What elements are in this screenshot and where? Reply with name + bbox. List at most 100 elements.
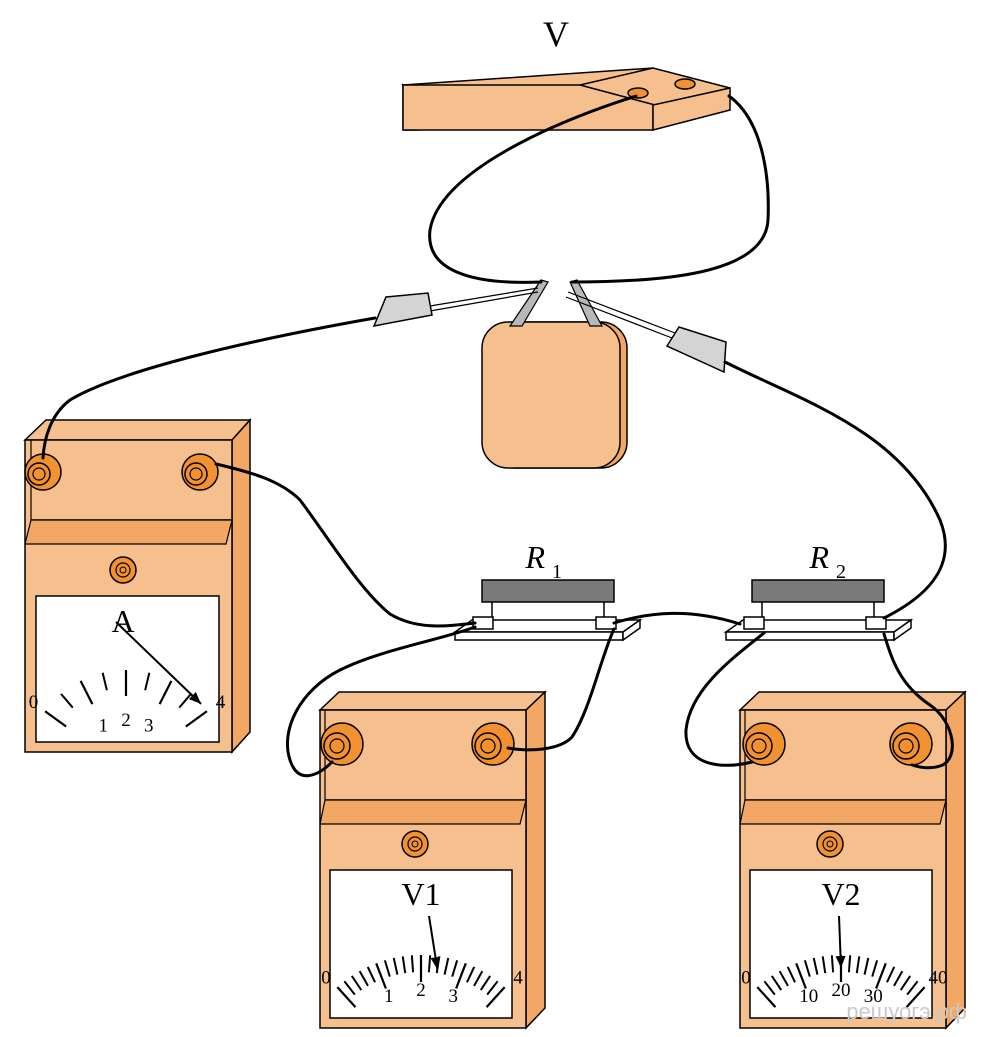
source-terminal-right [674, 78, 696, 90]
voltmeter1-minor-tick [466, 966, 476, 983]
voltmeter2-major-tick [756, 986, 777, 1008]
voltmeter2-major-tick [875, 962, 887, 989]
ammeter-label: A [111, 603, 134, 639]
wire-resistor-2-to-voltmeter-2-right [882, 632, 954, 770]
voltmeter-2: 0 10 20 30 40 [738, 690, 967, 1030]
resistor-1-subscript: 1 [552, 561, 562, 583]
wire-source-to-switch-right [570, 94, 770, 284]
voltmeter2-minor-tick [871, 960, 879, 977]
voltmeter1-minor-tick [410, 955, 415, 973]
voltmeter1-tick-label: 0 [321, 968, 331, 989]
voltmeter2-minor-tick [886, 966, 896, 983]
voltmeter1-minor-tick [486, 980, 499, 996]
ammeter-major-tick [158, 680, 173, 705]
ammeter-tick-label: 4 [216, 692, 226, 713]
wire-resistor-1-to-voltmeter-1-left [285, 625, 477, 778]
voltmeter2-minor-tick [770, 975, 783, 991]
voltmeter2-tick-label: 10 [799, 986, 818, 1007]
voltmeter1-minor-tick [358, 970, 369, 987]
voltmeter2-minor-tick [863, 957, 870, 975]
voltmeter2-major-tick [795, 962, 807, 989]
voltmeter2-needle-head [835, 955, 846, 968]
wires [41, 94, 954, 778]
voltmeter1-tick-label: 4 [513, 968, 523, 989]
ammeter-major-tick [44, 710, 67, 728]
resistor-2-label: R [808, 539, 829, 575]
ammeter-tick-label: 0 [29, 692, 39, 713]
ammeter-major-tick [79, 680, 94, 705]
ammeter-minor-tick [60, 693, 74, 709]
switch-contact-left [508, 279, 549, 327]
resistor-1-label: R [524, 539, 545, 575]
voltmeter1-major-tick [336, 986, 357, 1008]
power-source [401, 67, 731, 131]
clip-left [372, 287, 539, 327]
voltmeter1-major-tick [485, 986, 506, 1008]
voltmeter2-tick-label: 0 [741, 968, 751, 989]
wire-ammeter-to-resistor-1 [214, 462, 477, 628]
clip-right [565, 291, 727, 374]
voltmeter1-minor-tick [473, 970, 484, 987]
resistor-1 [452, 579, 643, 642]
voltmeter2-major-tick [905, 986, 926, 1008]
voltmeter2-minor-tick [847, 955, 852, 973]
voltmeter2-minor-tick [763, 980, 776, 996]
voltmeter2-minor-tick [821, 956, 827, 974]
ammeter-needle [115, 621, 202, 705]
wire-resistor-2-to-clip-right [723, 360, 947, 620]
resistor-2-element [751, 579, 885, 603]
voltmeter1-minor-tick [392, 957, 399, 975]
voltmeter2-tick-label: 40 [928, 968, 947, 989]
voltmeter2-minor-tick [803, 960, 811, 977]
voltmeter1-minor-tick [383, 960, 391, 977]
voltmeter2-tick-label: 20 [832, 980, 851, 1001]
voltmeter1-minor-tick [343, 980, 356, 996]
voltmeter1-major-tick [375, 962, 387, 989]
voltmeter1-tick-label: 2 [416, 980, 426, 1001]
wire-clip-left-to-ammeter [41, 316, 377, 460]
resistor-2-subscript: 2 [836, 561, 846, 583]
source-label: V [543, 14, 569, 54]
voltmeter2-minor-tick [812, 957, 819, 975]
voltmeter1-minor-tick [427, 955, 432, 973]
ammeter-tick-label: 2 [121, 710, 131, 731]
ammeter-major-tick [185, 710, 208, 728]
voltmeter2-minor-tick [899, 975, 912, 991]
voltmeter1-minor-tick [451, 960, 459, 977]
resistor-1-element [481, 579, 615, 603]
voltmeter-2-label: V2 [821, 876, 860, 912]
wire-resistor-1-to-voltmeter-1-right [506, 627, 616, 752]
wire-resistor-1-to-resistor-2 [612, 611, 742, 626]
voltmeter2-minor-tick [855, 956, 861, 974]
voltmeter1-minor-tick [401, 956, 407, 974]
voltmeter1-minor-tick [479, 975, 492, 991]
switch [481, 279, 628, 469]
voltmeter1-major-tick [455, 962, 467, 989]
ammeter-dial [35, 595, 220, 743]
watermark: решуогэ.рф [846, 999, 967, 1024]
wire-source-to-switch-left [428, 94, 638, 284]
voltmeter2-minor-tick [906, 980, 919, 996]
voltmeter2-minor-tick [786, 966, 796, 983]
voltmeter-2-scale: 0 10 20 30 40 [741, 915, 947, 1008]
voltmeter2-tick-label: 30 [864, 986, 883, 1007]
voltmeter1-tick-label: 1 [384, 986, 394, 1007]
voltmeter1-minor-tick [366, 966, 376, 983]
ammeter-tick-label: 3 [144, 715, 154, 736]
resistor-2 [723, 579, 914, 642]
ammeter-tick-label: 1 [99, 715, 109, 736]
voltmeter1-minor-tick [350, 975, 363, 991]
ammeter-needle-head [188, 691, 202, 704]
voltmeter1-needle-head [430, 956, 441, 970]
voltmeter-1-dial [329, 869, 513, 1019]
voltmeter-1-label: V1 [401, 876, 440, 912]
wire-resistor-2-to-voltmeter-2-left [684, 631, 766, 767]
voltmeter2-minor-tick [893, 970, 904, 987]
switch-contact-right [569, 279, 604, 327]
ammeter-minor-tick [144, 672, 151, 691]
